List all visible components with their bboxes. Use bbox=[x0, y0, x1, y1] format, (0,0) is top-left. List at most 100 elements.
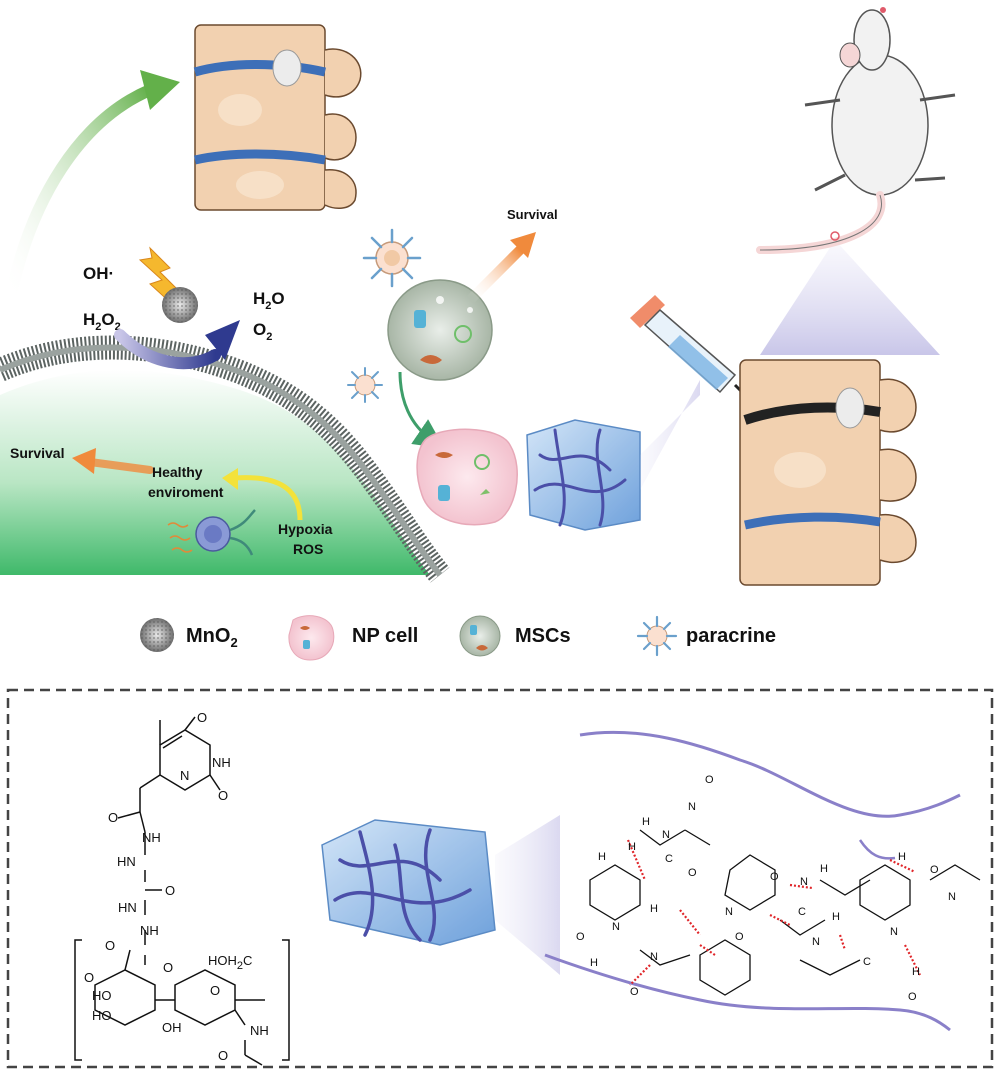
healthy-label-1: Healthy bbox=[152, 464, 203, 480]
svg-text:N: N bbox=[662, 829, 670, 841]
paracrine-icon bbox=[636, 615, 678, 657]
svg-text:N: N bbox=[612, 921, 620, 933]
svg-text:N: N bbox=[800, 876, 808, 888]
light-beam-bottom bbox=[495, 815, 560, 975]
green-curved-arrow bbox=[4, 84, 156, 306]
chemistry-panel-border bbox=[6, 688, 994, 1069]
survival-left-label: Survival bbox=[10, 445, 64, 461]
svg-text:H: H bbox=[832, 911, 840, 923]
svg-text:H: H bbox=[628, 841, 636, 853]
hydrogel-block-top bbox=[526, 419, 641, 531]
mno2-nanoparticle-icon bbox=[140, 618, 174, 652]
orange-arrow-left bbox=[86, 458, 154, 474]
svg-text:O: O bbox=[735, 931, 744, 943]
network-labels: O N H N H H C O N H N O N H O N O H C N … bbox=[576, 774, 956, 1003]
svg-text:O: O bbox=[218, 788, 228, 803]
svg-text:N: N bbox=[650, 951, 658, 963]
tissue-environment bbox=[0, 335, 450, 583]
svg-text:OH: OH bbox=[162, 1020, 182, 1035]
orange-arrow-top bbox=[465, 245, 525, 305]
hydrogel-block-bottom bbox=[321, 819, 496, 946]
svg-text:O: O bbox=[84, 970, 94, 985]
hoh2c-label: HOH2C bbox=[208, 953, 252, 972]
legend-label-paracrine: paracrine bbox=[686, 625, 776, 647]
svg-text:HO: HO bbox=[92, 1008, 112, 1023]
svg-text:HN: HN bbox=[118, 900, 137, 915]
svg-text:H: H bbox=[590, 957, 598, 969]
monomer-labels: O NH N O O NH HN O HN NH O O O HO OH HOH… bbox=[84, 710, 269, 1063]
oh-radical-label: OH· bbox=[83, 264, 114, 283]
green-arrow-head bbox=[140, 70, 180, 110]
hypoxia-label: Hypoxia bbox=[278, 521, 333, 537]
svg-text:N: N bbox=[180, 768, 189, 783]
svg-text:NH: NH bbox=[250, 1023, 269, 1038]
svg-text:H: H bbox=[820, 863, 828, 875]
legend-item-mno2: MnO2 bbox=[140, 618, 238, 652]
legend-item-paracrine: paracrine bbox=[636, 615, 776, 657]
svg-text:N: N bbox=[948, 891, 956, 903]
svg-text:O: O bbox=[688, 867, 697, 879]
spine-upper-illustration bbox=[193, 24, 362, 211]
ros-label: ROS bbox=[293, 541, 323, 557]
np-cell-large bbox=[416, 428, 518, 526]
hbond-dashes bbox=[626, 839, 921, 986]
yellow-curved-arrow bbox=[234, 475, 303, 521]
svg-text:O: O bbox=[197, 710, 207, 725]
o2-label: O2 bbox=[253, 320, 272, 343]
svg-text:O: O bbox=[165, 883, 175, 898]
svg-text:O: O bbox=[218, 1048, 228, 1063]
orange-arrow-left-head bbox=[72, 448, 96, 474]
svg-text:O: O bbox=[163, 960, 173, 975]
svg-text:H: H bbox=[898, 851, 906, 863]
navy-curved-arrow bbox=[114, 329, 221, 370]
svg-text:O: O bbox=[630, 986, 639, 998]
svg-text:O: O bbox=[908, 991, 917, 1003]
svg-text:H: H bbox=[642, 816, 650, 828]
svg-text:N: N bbox=[725, 906, 733, 918]
legend-item-mscs: MSCs bbox=[459, 615, 571, 657]
navy-arrow-head bbox=[205, 320, 240, 360]
svg-text:C: C bbox=[863, 956, 871, 968]
svg-text:C: C bbox=[665, 853, 673, 865]
paracrine-small bbox=[347, 367, 383, 403]
svg-text:H: H bbox=[650, 903, 658, 915]
svg-text:NH: NH bbox=[140, 923, 159, 938]
svg-text:O: O bbox=[210, 983, 220, 998]
monomer-chemical-structure bbox=[74, 716, 290, 1066]
h2o-label: H2O bbox=[253, 289, 285, 312]
svg-text:N: N bbox=[688, 801, 696, 813]
yellow-arrow-head bbox=[222, 468, 238, 490]
np-cell-in-environment bbox=[167, 509, 256, 556]
svg-text:O: O bbox=[108, 810, 118, 825]
legend-item-np-cell: NP cell bbox=[288, 615, 418, 661]
paracrine-large bbox=[362, 228, 422, 288]
svg-text:C: C bbox=[798, 906, 806, 918]
healthy-label-2: enviroment bbox=[148, 484, 224, 500]
svg-text:O: O bbox=[105, 938, 115, 953]
legend-label-mno2: MnO2 bbox=[186, 625, 238, 650]
svg-text:O: O bbox=[930, 864, 939, 876]
green-arrow-down bbox=[398, 371, 445, 449]
svg-text:N: N bbox=[812, 936, 820, 948]
mno2-nanoparticle-icon bbox=[162, 287, 198, 323]
msc-cell-large bbox=[387, 279, 493, 381]
legend: MnO2 NP cell MSCs bbox=[140, 615, 776, 661]
svg-text:NH: NH bbox=[142, 830, 161, 845]
polymer-network bbox=[544, 730, 961, 1032]
orange-arrow-top-head bbox=[510, 232, 536, 258]
survival-top-label: Survival bbox=[507, 207, 558, 222]
rat-illustration bbox=[756, 7, 956, 254]
syringe-icon bbox=[630, 295, 757, 407]
spine-lower-illustration bbox=[739, 359, 917, 586]
h2o2-label: H2O2 bbox=[83, 310, 121, 333]
svg-text:HN: HN bbox=[117, 854, 136, 869]
svg-text:N: N bbox=[890, 926, 898, 938]
hydrogen-bond-network bbox=[589, 829, 981, 996]
svg-text:O: O bbox=[576, 931, 585, 943]
svg-text:H: H bbox=[598, 851, 606, 863]
legend-label-mscs: MSCs bbox=[515, 625, 571, 647]
svg-text:HO: HO bbox=[92, 988, 112, 1003]
svg-text:O: O bbox=[770, 871, 779, 883]
svg-text:H: H bbox=[912, 966, 920, 978]
light-beam-right bbox=[760, 240, 940, 355]
